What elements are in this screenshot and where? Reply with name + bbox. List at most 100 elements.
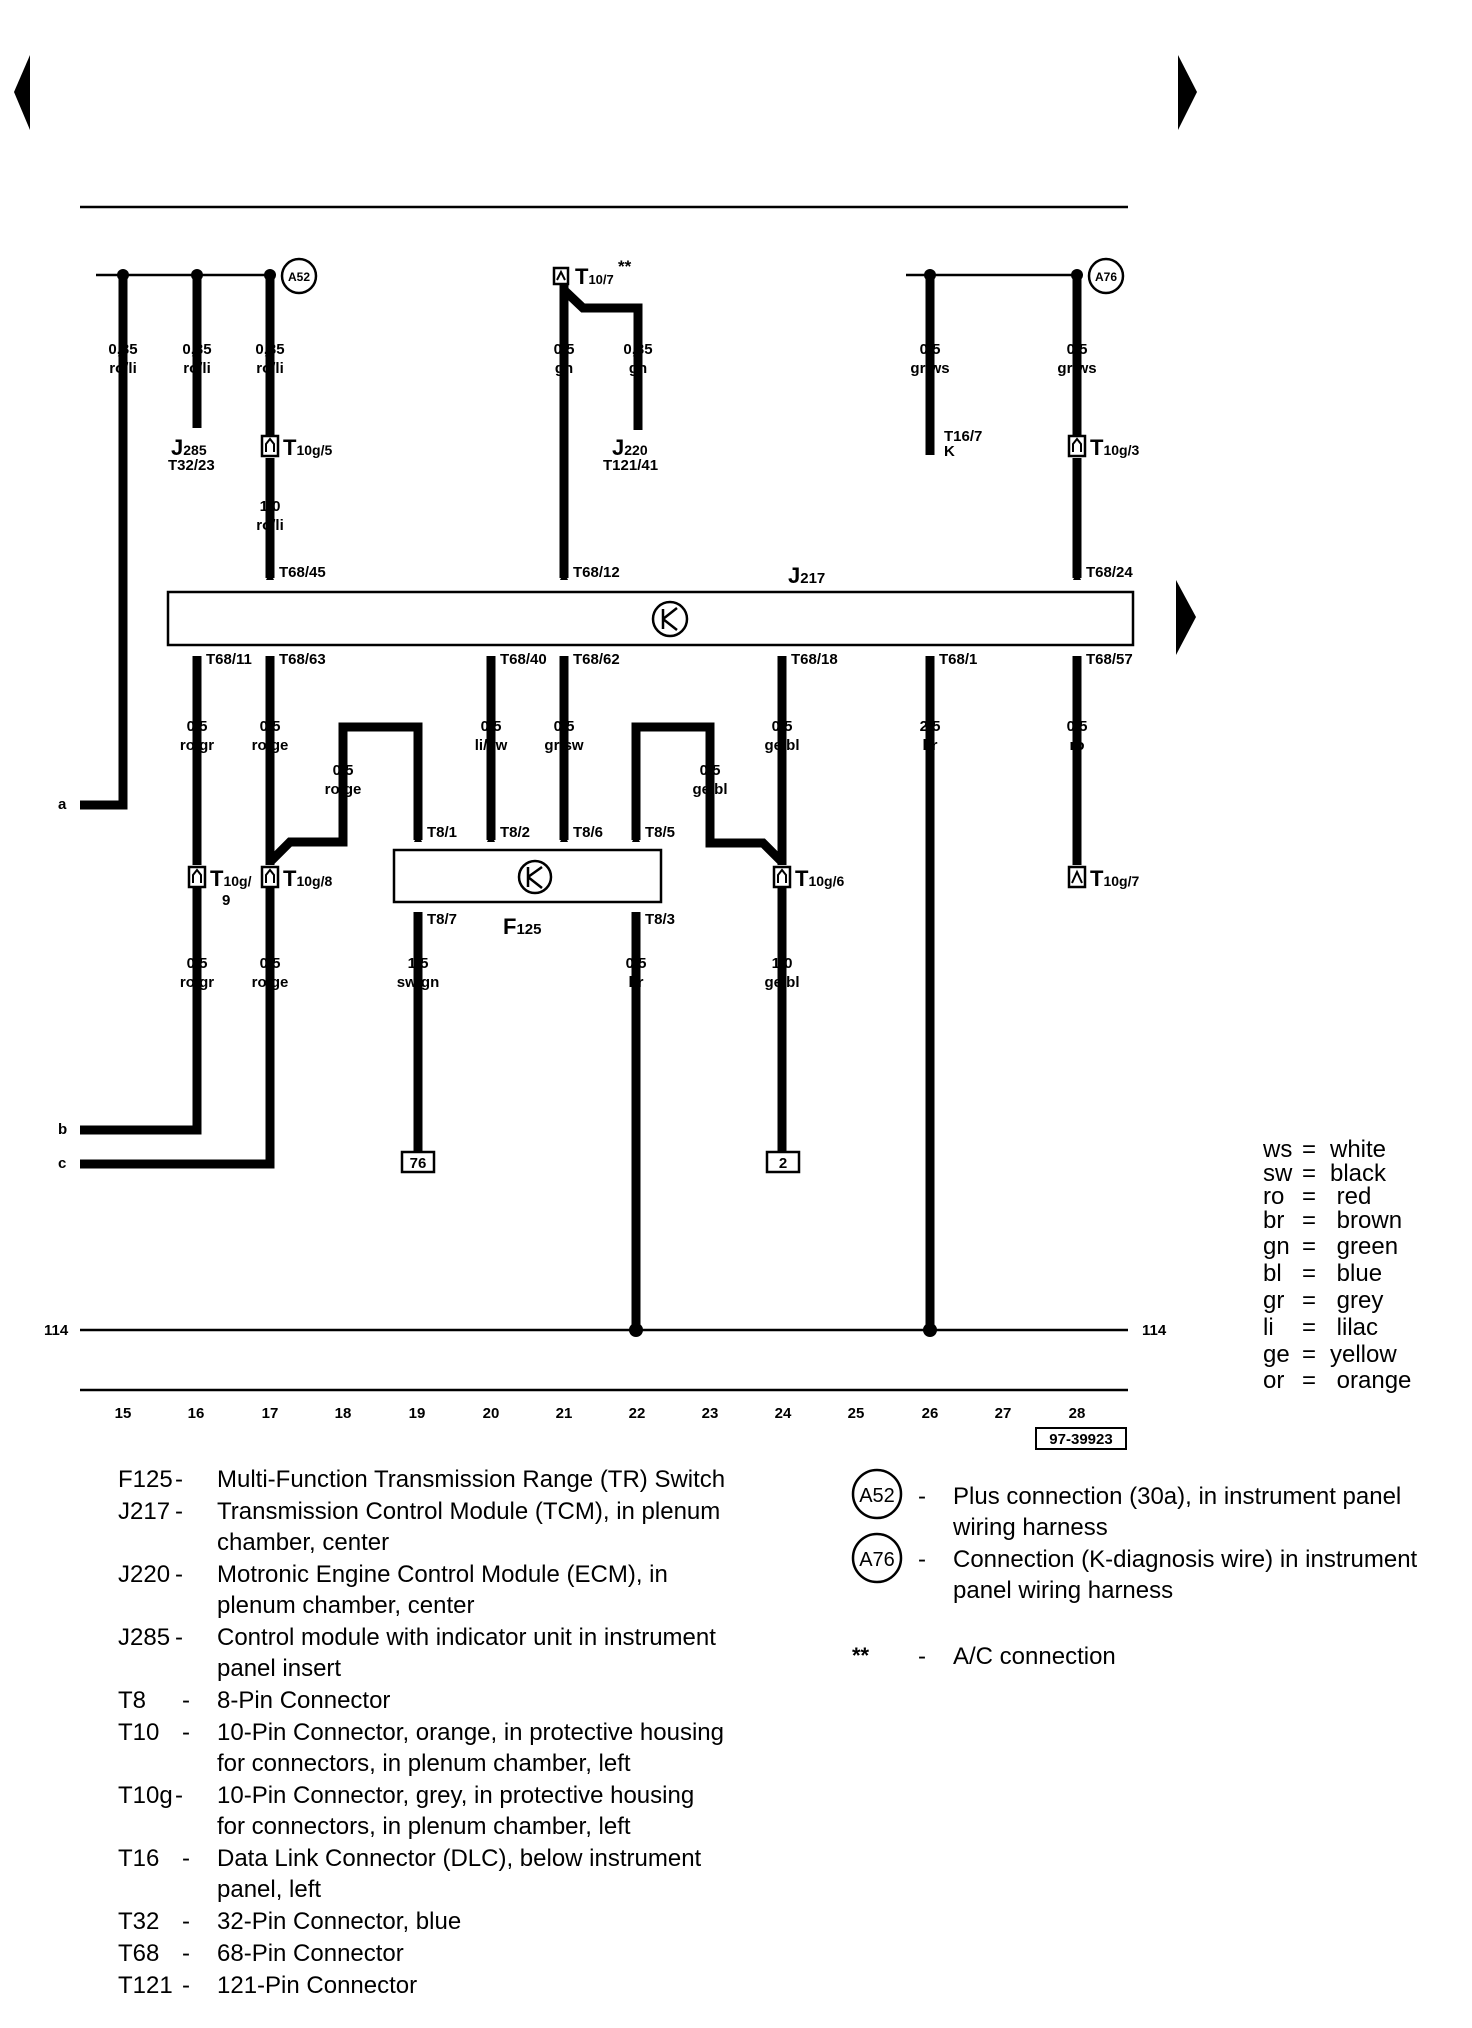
pin-t68-63: T68/63 <box>279 651 326 668</box>
svg-text:Data Link Connector (DLC), bel: Data Link Connector (DLC), below instrum… <box>217 1845 702 1872</box>
connector-t10-7: T10/7 ** <box>552 257 632 289</box>
svg-text:ws=white: ws=white <box>1262 1136 1386 1163</box>
svg-text:sw=black: sw=black <box>1263 1160 1387 1187</box>
svg-text:Motronic Engine Control Module: Motronic Engine Control Module (ECM), in <box>217 1561 668 1588</box>
color-legend: ws=white sw=black ro= red br= brown gn= … <box>1262 1136 1411 1394</box>
svg-text:17: 17 <box>262 1405 279 1422</box>
svg-text:T10g/: T10g/ <box>210 866 252 891</box>
svg-text:**: ** <box>618 257 632 276</box>
connector-t10g-8: T10g/8 <box>260 865 332 891</box>
pin-t68-12: T68/12 <box>573 564 620 581</box>
svg-text:sw/gn: sw/gn <box>397 974 440 991</box>
drawing-number-box <box>1035 1427 1127 1450</box>
svg-text:20: 20 <box>483 1405 500 1422</box>
svg-text:-: - <box>918 1546 926 1573</box>
next-page-arrow-icon[interactable] <box>1178 55 1197 130</box>
svg-text:-: - <box>918 1643 926 1670</box>
svg-text:T10g/6: T10g/6 <box>795 866 844 891</box>
svg-text:Transmission Control Module (T: Transmission Control Module (TCM), in pl… <box>217 1498 720 1525</box>
j217-label: J217 <box>788 563 825 588</box>
svg-text:gr= grey: gr= grey <box>1263 1287 1383 1314</box>
svg-text:0,5: 0,5 <box>260 718 281 735</box>
svg-text:23: 23 <box>702 1405 719 1422</box>
svg-text:ro/ge: ro/ge <box>252 974 289 991</box>
previous-page-arrow-icon[interactable] <box>14 55 30 130</box>
svg-text:panel, left: panel, left <box>217 1876 321 1903</box>
svg-text:8-Pin Connector: 8-Pin Connector <box>217 1687 390 1714</box>
svg-text:121-Pin Connector: 121-Pin Connector <box>217 1972 417 1999</box>
svg-text:ge/bl: ge/bl <box>764 737 799 754</box>
svg-text:J285: J285 <box>118 1624 170 1651</box>
svg-text:or= orange: or= orange <box>1263 1367 1411 1394</box>
connection-legend: A52 - Plus connection (30a), in instrume… <box>851 1468 1418 1670</box>
connection-a52-label: A52 <box>288 270 310 284</box>
connector-t10g-9: T10g/ 9 <box>187 865 252 909</box>
svg-text:16: 16 <box>188 1405 205 1422</box>
svg-text:ro/li: ro/li <box>256 517 284 534</box>
svg-text:T10/7: T10/7 <box>575 264 614 289</box>
component-legend: F125- Multi-Function Transmission Range … <box>118 1466 725 1999</box>
pin-t68-1: T68/1 <box>939 651 977 668</box>
svg-text:T16: T16 <box>118 1845 159 1872</box>
svg-text:gr/sw: gr/sw <box>544 737 584 754</box>
svg-text:A/C connection: A/C connection <box>953 1643 1116 1670</box>
ground-line-label-left: 114 <box>44 1322 69 1339</box>
svg-text:-: - <box>182 1940 190 1967</box>
svg-text:0,5: 0,5 <box>554 341 575 358</box>
ref-box-76[interactable] <box>400 1150 436 1174</box>
ref-box-2-label: 2 <box>779 1155 787 1172</box>
pin-t68-11: T68/11 <box>206 651 252 668</box>
connector-t10g-3: T10g/3 <box>1067 434 1139 460</box>
wire-18 <box>266 722 423 866</box>
pin-arrows <box>193 572 1081 920</box>
j285-pin: T32/23 <box>168 457 215 474</box>
svg-text:wiring harness: wiring harness <box>952 1514 1108 1541</box>
svg-text:bl= blue: bl= blue <box>1263 1260 1382 1287</box>
svg-text:ro/li: ro/li <box>109 360 137 377</box>
svg-text:21: 21 <box>556 1405 573 1422</box>
svg-text:gn= green: gn= green <box>1263 1233 1398 1260</box>
svg-text:-: - <box>175 1466 183 1493</box>
t16-pin-label: T16/7 <box>944 428 982 445</box>
svg-text:9: 9 <box>222 892 230 909</box>
ref-box-76-label: 76 <box>410 1155 427 1172</box>
connector-t10g-7: T10g/7 <box>1067 865 1139 891</box>
svg-text:15: 15 <box>115 1405 132 1422</box>
svg-text:-: - <box>182 1719 190 1746</box>
svg-text:0,5: 0,5 <box>481 718 502 735</box>
t16-pin-k: K <box>944 443 955 460</box>
svg-text:0,5: 0,5 <box>626 955 647 972</box>
svg-text:ro/ge: ro/ge <box>325 781 362 798</box>
svg-text:-: - <box>175 1498 183 1525</box>
svg-text:J217: J217 <box>118 1498 170 1525</box>
j217-electronic-symbol-icon <box>651 600 689 638</box>
svg-text:gr/ws: gr/ws <box>910 360 949 377</box>
ground-junction-dot <box>923 1323 937 1337</box>
continue-right-arrow-icon[interactable] <box>1176 580 1196 655</box>
ref-box-2[interactable] <box>765 1150 801 1174</box>
svg-text:0,5: 0,5 <box>1067 718 1088 735</box>
pin-t68-57: T68/57 <box>1086 651 1133 668</box>
svg-text:0,5: 0,5 <box>554 718 575 735</box>
svg-text:ro= red: ro= red <box>1263 1183 1371 1210</box>
svg-text:ge=yellow: ge=yellow <box>1263 1341 1397 1368</box>
j220-pin: T121/41 <box>603 457 658 474</box>
svg-text:gr/ws: gr/ws <box>1057 360 1096 377</box>
svg-text:Multi-Function Transmission Ra: Multi-Function Transmission Range (TR) S… <box>217 1466 725 1493</box>
pin-t68-62: T68/62 <box>573 651 620 668</box>
pin-t68-40: T68/40 <box>500 651 547 668</box>
j217-module-box[interactable] <box>166 590 1135 647</box>
pin-t68-18: T68/18 <box>791 651 838 668</box>
pin-t8-2: T8/2 <box>500 824 530 841</box>
svg-text:J220: J220 <box>118 1561 170 1588</box>
svg-text:-: - <box>918 1483 926 1510</box>
side-label-a: a <box>58 796 67 813</box>
svg-text:0,35: 0,35 <box>182 341 211 358</box>
j220-label: J220 <box>612 435 648 460</box>
wire-ac-branch <box>560 286 643 430</box>
svg-text:-: - <box>182 1687 190 1714</box>
svg-text:gn: gn <box>555 360 573 377</box>
svg-text:T10g/3: T10g/3 <box>1090 435 1139 460</box>
svg-text:T10: T10 <box>118 1719 159 1746</box>
